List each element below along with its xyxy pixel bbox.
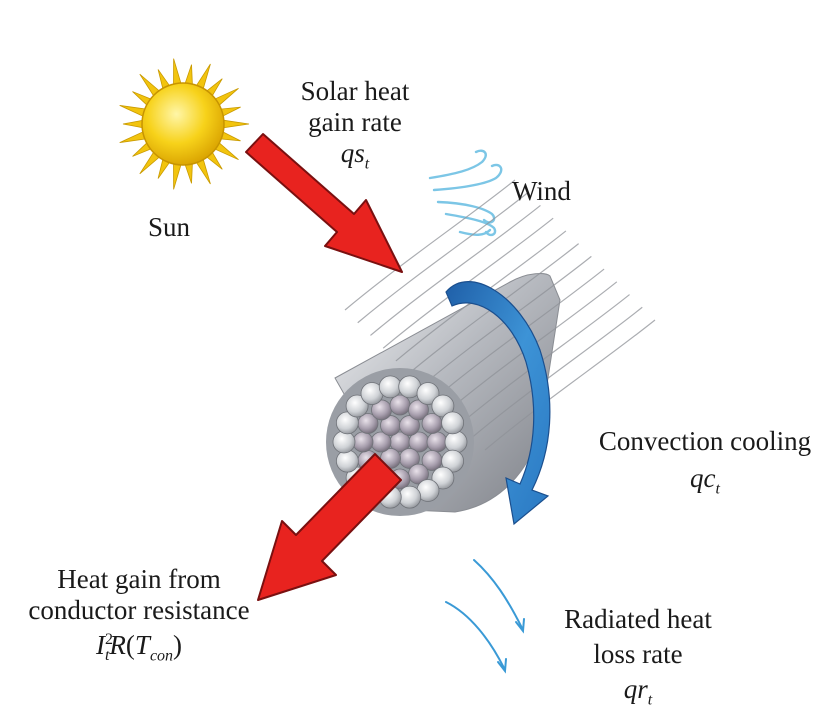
sun-label: Sun xyxy=(148,212,191,242)
resistance-line2: conductor resistance xyxy=(28,595,250,625)
solar-heat-symbol: qst xyxy=(340,138,370,173)
strand-line xyxy=(471,306,643,438)
resistance-line1: Heat gain from xyxy=(57,564,221,594)
sun-icon xyxy=(119,58,250,190)
strand xyxy=(399,415,420,436)
solar-heat-label: Solar heat gain rate qst xyxy=(280,76,430,173)
convection-line1: Convection cooling xyxy=(598,426,812,456)
strand-line xyxy=(382,217,554,349)
resistance-heat-arrow xyxy=(257,453,402,601)
wind-icon xyxy=(428,149,503,237)
convection-symbol: qct xyxy=(690,463,720,498)
strand xyxy=(389,394,411,416)
wind-label: Wind xyxy=(512,176,571,206)
strand xyxy=(332,430,356,454)
strand xyxy=(345,394,369,418)
radiated-line2: loss rate xyxy=(593,639,683,669)
radiated-symbol: qrt xyxy=(623,674,653,709)
strand xyxy=(378,375,402,399)
sun-ray xyxy=(220,119,250,129)
strand xyxy=(352,431,374,453)
strand xyxy=(398,485,422,509)
strand-line xyxy=(344,179,516,311)
strand xyxy=(335,449,359,473)
radiated-label: Radiated heat loss rate qrt xyxy=(540,604,736,709)
strand xyxy=(431,466,455,490)
strand xyxy=(441,411,465,435)
convection-cooling-arrow xyxy=(445,281,551,526)
convection-label: Convection cooling qct xyxy=(574,426,836,498)
strand xyxy=(408,399,429,421)
strand xyxy=(426,431,448,453)
solar-heat-line2: gain rate xyxy=(308,107,402,137)
radiated-line1: Radiated heat xyxy=(564,604,712,634)
strand xyxy=(444,430,468,454)
resistance-formula: I2tR(Tcon) xyxy=(95,630,183,665)
strand-line xyxy=(370,204,541,336)
resistance-label: Heat gain from conductor resistance I2tR… xyxy=(0,564,278,665)
strand-line xyxy=(484,319,656,451)
strand-line xyxy=(459,294,630,426)
solar-heat-line1: Solar heat xyxy=(300,76,410,106)
strand-line xyxy=(357,192,529,324)
strand xyxy=(416,382,440,405)
solar-heat-arrow xyxy=(245,133,403,273)
radiation-arrows xyxy=(445,559,525,674)
